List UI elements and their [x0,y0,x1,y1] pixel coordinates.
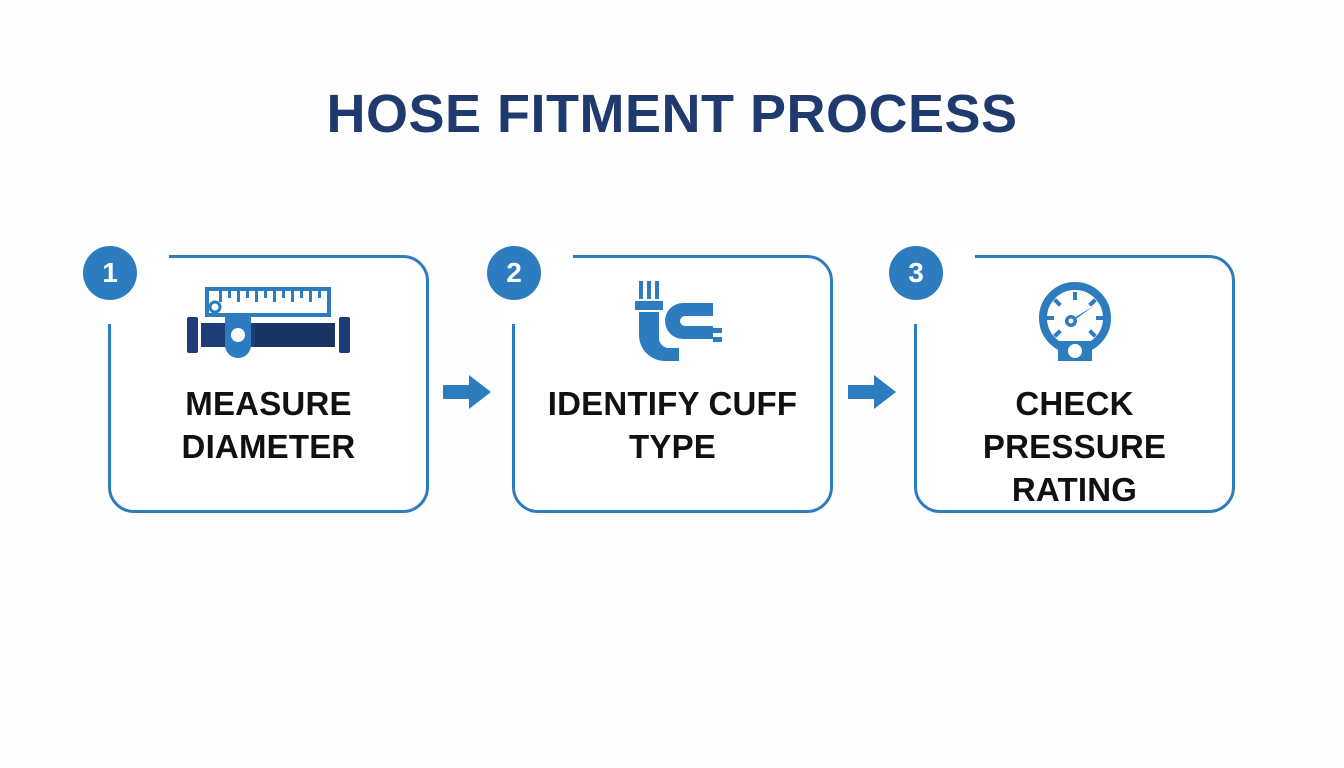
step-card-1[interactable]: 1 [83,246,429,513]
pressure-gauge-icon [1032,282,1118,364]
step-label-1: MEASURE DIAMETER [181,385,356,465]
arrow-right-icon-1 [443,375,491,409]
step-card-3[interactable]: 3 [889,246,1235,513]
process-flow-row: 1 [0,246,1344,515]
page-title: HOSE FITMENT PROCESS [326,84,1018,144]
step-card-2[interactable]: 2 [487,246,833,513]
arrow-right-icon-2 [848,375,896,409]
step-card-1-content: MEASURE DIAMETER [111,258,426,510]
step-number-badge-1: 1 [83,246,137,300]
step-card-2-content: IDENTIFY CUFF TYPE [515,258,830,510]
step-label-2: IDENTIFY CUFF TYPE [547,385,798,465]
step-number-badge-3: 3 [889,246,943,300]
caliper-ruler-icon [183,282,355,364]
step-label-3: CHECK PRESSURE RATING [982,385,1167,508]
pipe-cuff-icon [617,281,729,364]
step-number-badge-2: 2 [487,246,541,300]
step-card-3-content: CHECK PRESSURE RATING [917,258,1232,510]
